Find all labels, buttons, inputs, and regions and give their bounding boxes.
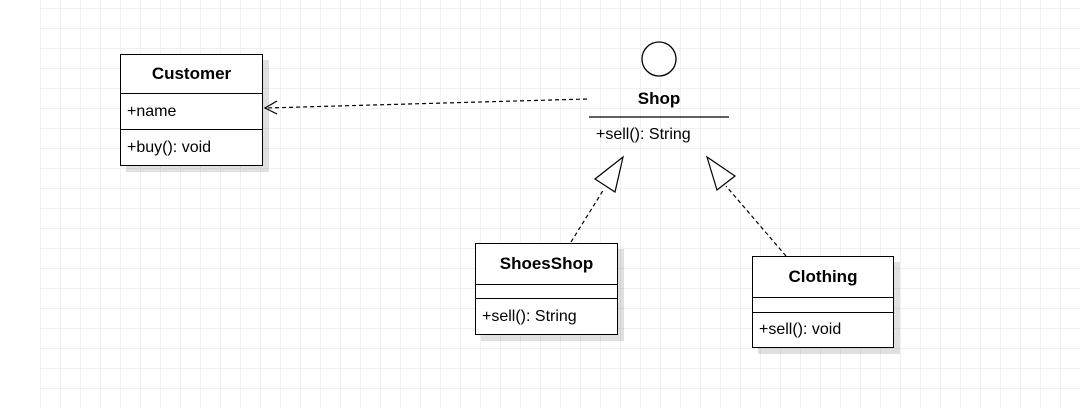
realization-line-shoesshop[interactable] — [570, 188, 605, 243]
class-name: Customer — [121, 55, 262, 94]
interface-circle-icon[interactable] — [641, 41, 677, 77]
class-operation[interactable]: +sell(): String — [482, 307, 577, 325]
class-name: ShoesShop — [476, 244, 617, 285]
class-attribute[interactable]: +name — [127, 102, 177, 120]
class-customer[interactable]: Customer +name +buy(): void — [120, 54, 263, 166]
interface-operation[interactable]: +sell(): String — [596, 126, 691, 143]
interface-name[interactable]: Shop — [637, 89, 681, 108]
class-operation[interactable]: +buy(): void — [127, 139, 212, 156]
class-shoesshop[interactable]: ShoesShop +sell(): String — [475, 243, 618, 335]
dependency-line[interactable] — [265, 98, 588, 109]
class-clothing[interactable]: Clothing +sell(): void — [752, 256, 894, 348]
class-name: Clothing — [753, 257, 893, 298]
class-attributes: +name — [121, 94, 262, 130]
class-attributes — [476, 285, 617, 299]
class-attributes — [753, 298, 893, 313]
realization-line-clothing[interactable] — [725, 185, 787, 257]
dependency-arrowhead-icon — [263, 100, 278, 115]
realization-triangle-icon-shoesshop — [593, 155, 624, 193]
class-operation[interactable]: +sell(): void — [759, 321, 842, 338]
realization-triangle-icon-clothing — [705, 155, 737, 192]
